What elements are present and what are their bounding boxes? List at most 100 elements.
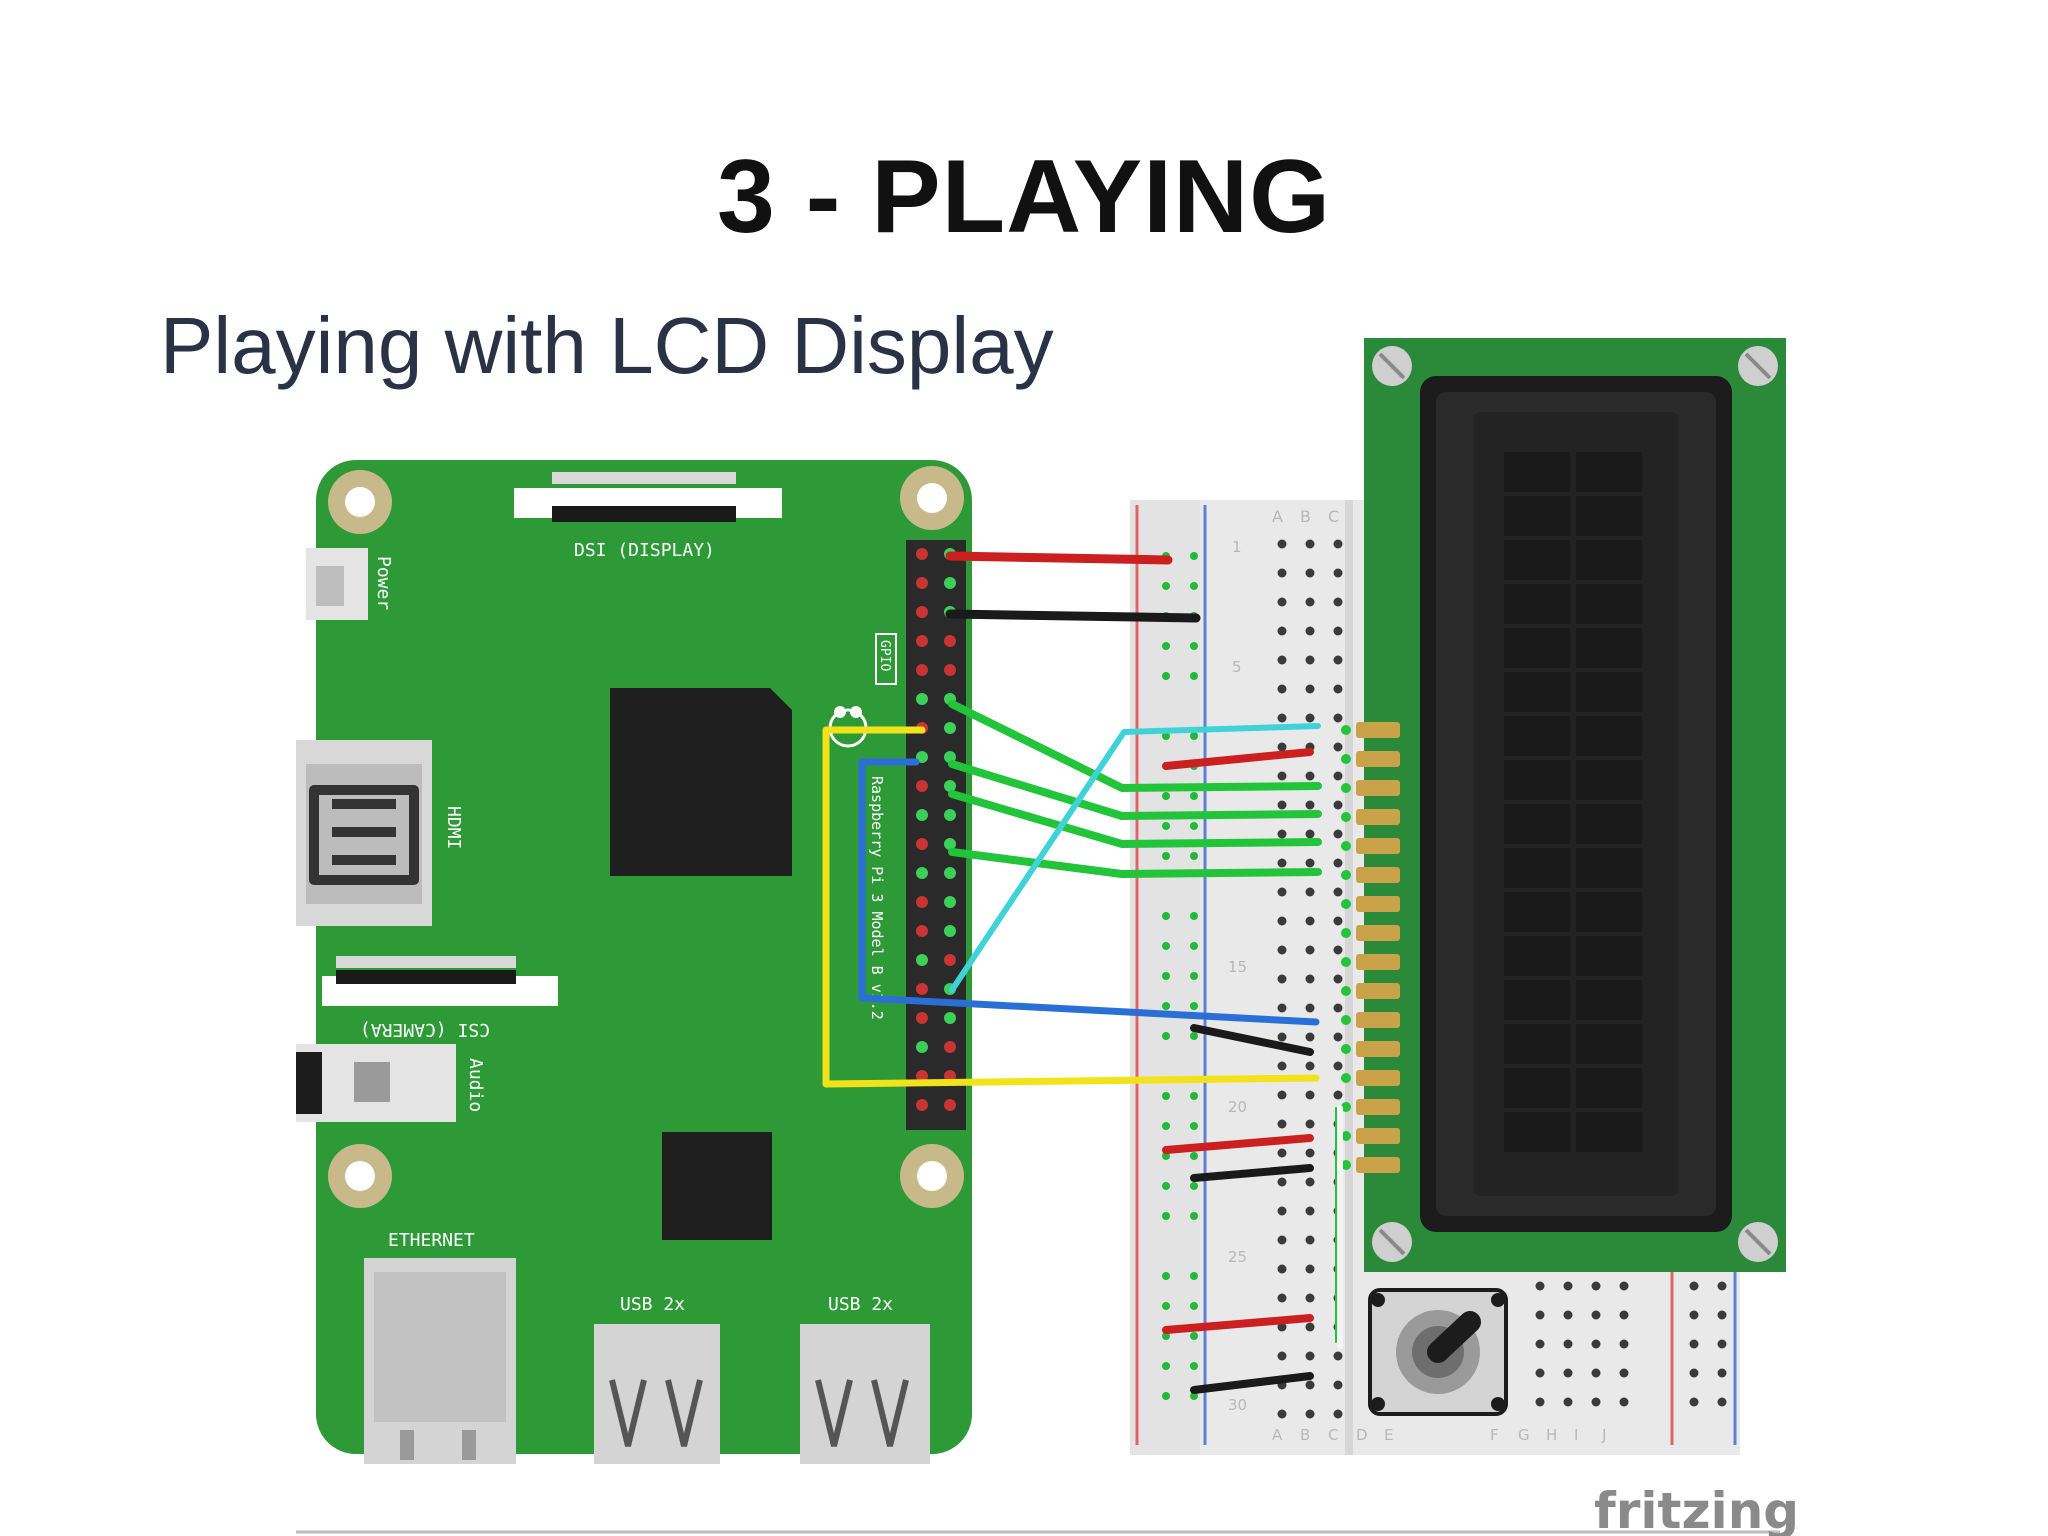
rail-hole — [1190, 732, 1198, 740]
csi-label: CSI (CAMERA) — [360, 1019, 490, 1040]
raspberry-logo-leaf — [850, 706, 862, 718]
strip-hole — [1277, 974, 1287, 984]
fritzing-watermark: fritzing — [1594, 1482, 1799, 1536]
strip-hole — [1277, 800, 1287, 810]
lcd-pin — [1356, 751, 1400, 767]
strip-hole — [1305, 1148, 1315, 1158]
dsi-connector-pins — [552, 472, 736, 484]
gpio-pin — [916, 809, 928, 821]
strip-hole — [1333, 1380, 1343, 1390]
strip-hole — [1305, 568, 1315, 578]
strip-hole — [1277, 568, 1287, 578]
strip-hole — [1535, 1339, 1545, 1349]
lcd-character-cell — [1504, 760, 1570, 800]
strip-hole — [1305, 713, 1315, 723]
lcd-character-cell — [1504, 892, 1570, 932]
rail-hole — [1190, 1002, 1198, 1010]
gpio-pin — [916, 983, 928, 995]
strip-hole — [1277, 597, 1287, 607]
breadboard-row-number: 1 — [1232, 538, 1242, 556]
gpio-pin — [916, 1041, 928, 1053]
strip-hole — [1277, 1003, 1287, 1013]
strip-hole — [1535, 1368, 1545, 1378]
wire-green-d7 — [948, 848, 1322, 878]
pi-mount-hole-center — [345, 487, 375, 517]
lcd-character-cell — [1576, 452, 1642, 492]
ethernet-led — [462, 1430, 476, 1460]
strip-hole — [1305, 626, 1315, 636]
rail-hole — [1190, 1332, 1198, 1340]
wire-green-d4 — [948, 700, 1322, 792]
strip-hole — [1305, 1003, 1315, 1013]
rail-hole — [1162, 1002, 1170, 1010]
rail-hole — [1190, 1182, 1198, 1190]
rail-hole — [1190, 942, 1198, 950]
strip-hole — [1305, 1235, 1315, 1245]
strip-hole — [1305, 539, 1315, 549]
strip-hole — [1333, 974, 1343, 984]
potentiometer-pin — [1491, 1293, 1505, 1307]
lcd-character-cell — [1576, 760, 1642, 800]
wire-green-d5 — [948, 760, 1322, 820]
hdmi-label: HDMI — [443, 806, 464, 849]
gpio-pin — [916, 896, 928, 908]
ethernet-port-inner — [374, 1272, 506, 1422]
potentiometer-pin — [1371, 1397, 1385, 1411]
strip-hole — [1277, 1293, 1287, 1303]
lcd-pin-contact — [1341, 957, 1351, 967]
breadboard-column-letter: E — [1384, 1426, 1393, 1444]
breadboard-row-number: 15 — [1228, 958, 1247, 976]
gpio-pin — [916, 780, 928, 792]
lcd-character-cell — [1576, 1024, 1642, 1064]
screw-slot — [1378, 1228, 1406, 1256]
strip-hole — [1277, 1148, 1287, 1158]
rail-hole — [1162, 1302, 1170, 1310]
strip-hole — [1277, 1119, 1287, 1129]
rail-hole — [1689, 1368, 1699, 1378]
lcd-pin-contact — [1341, 1044, 1351, 1054]
lcd-character-cell — [1504, 1068, 1570, 1108]
gpio-pin — [916, 925, 928, 937]
lcd-pin-contact — [1341, 1131, 1351, 1141]
ethernet-led — [400, 1430, 414, 1460]
lcd-pin — [1356, 896, 1400, 912]
ethernet-label: ETHERNET — [388, 1230, 475, 1251]
rail-hole — [1190, 852, 1198, 860]
rail-hole — [1162, 822, 1170, 830]
rail-hole — [1190, 552, 1198, 560]
hdmi-port-shape — [309, 785, 419, 885]
rail-hole — [1190, 1152, 1198, 1160]
wire-black-jumper — [1190, 1164, 1314, 1182]
strip-hole — [1535, 1281, 1545, 1291]
strip-hole — [1305, 1032, 1315, 1042]
lcd-pin-contact — [1341, 841, 1351, 851]
rail-hole — [1162, 1392, 1170, 1400]
lcd-pin-contact — [1341, 899, 1351, 909]
terminal-strip-holes-right — [1535, 1281, 1727, 1407]
lcd-character-cell — [1576, 540, 1642, 580]
lcd-character-cell — [1576, 804, 1642, 844]
gpio-pin — [916, 838, 928, 850]
usb-port-left-slots — [609, 1379, 703, 1447]
lcd-pin — [1356, 1041, 1400, 1057]
usb-ethernet-chip — [662, 1132, 772, 1240]
gpio-pin — [916, 867, 928, 879]
lcd-pin — [1356, 1157, 1400, 1173]
strip-hole — [1333, 771, 1343, 781]
rail-hole — [1162, 1362, 1170, 1370]
usb-port-right-slots — [815, 1379, 909, 1447]
audio-label: Audio — [465, 1058, 486, 1112]
breadboard-column-letter: F — [1490, 1426, 1499, 1444]
breadboard-row-number: 25 — [1228, 1248, 1247, 1266]
strip-hole — [1591, 1310, 1601, 1320]
strip-hole — [1619, 1339, 1629, 1349]
lcd-pin-contact — [1341, 870, 1351, 880]
csi-connector-slot — [336, 970, 516, 984]
lcd-character-cell — [1576, 936, 1642, 976]
lcd-pin-contact — [1341, 1160, 1351, 1170]
lcd-pin — [1356, 809, 1400, 825]
gpio-pin — [944, 925, 956, 937]
strip-hole — [1619, 1310, 1629, 1320]
rail-hole — [1689, 1310, 1699, 1320]
lcd-character-cell — [1504, 672, 1570, 712]
